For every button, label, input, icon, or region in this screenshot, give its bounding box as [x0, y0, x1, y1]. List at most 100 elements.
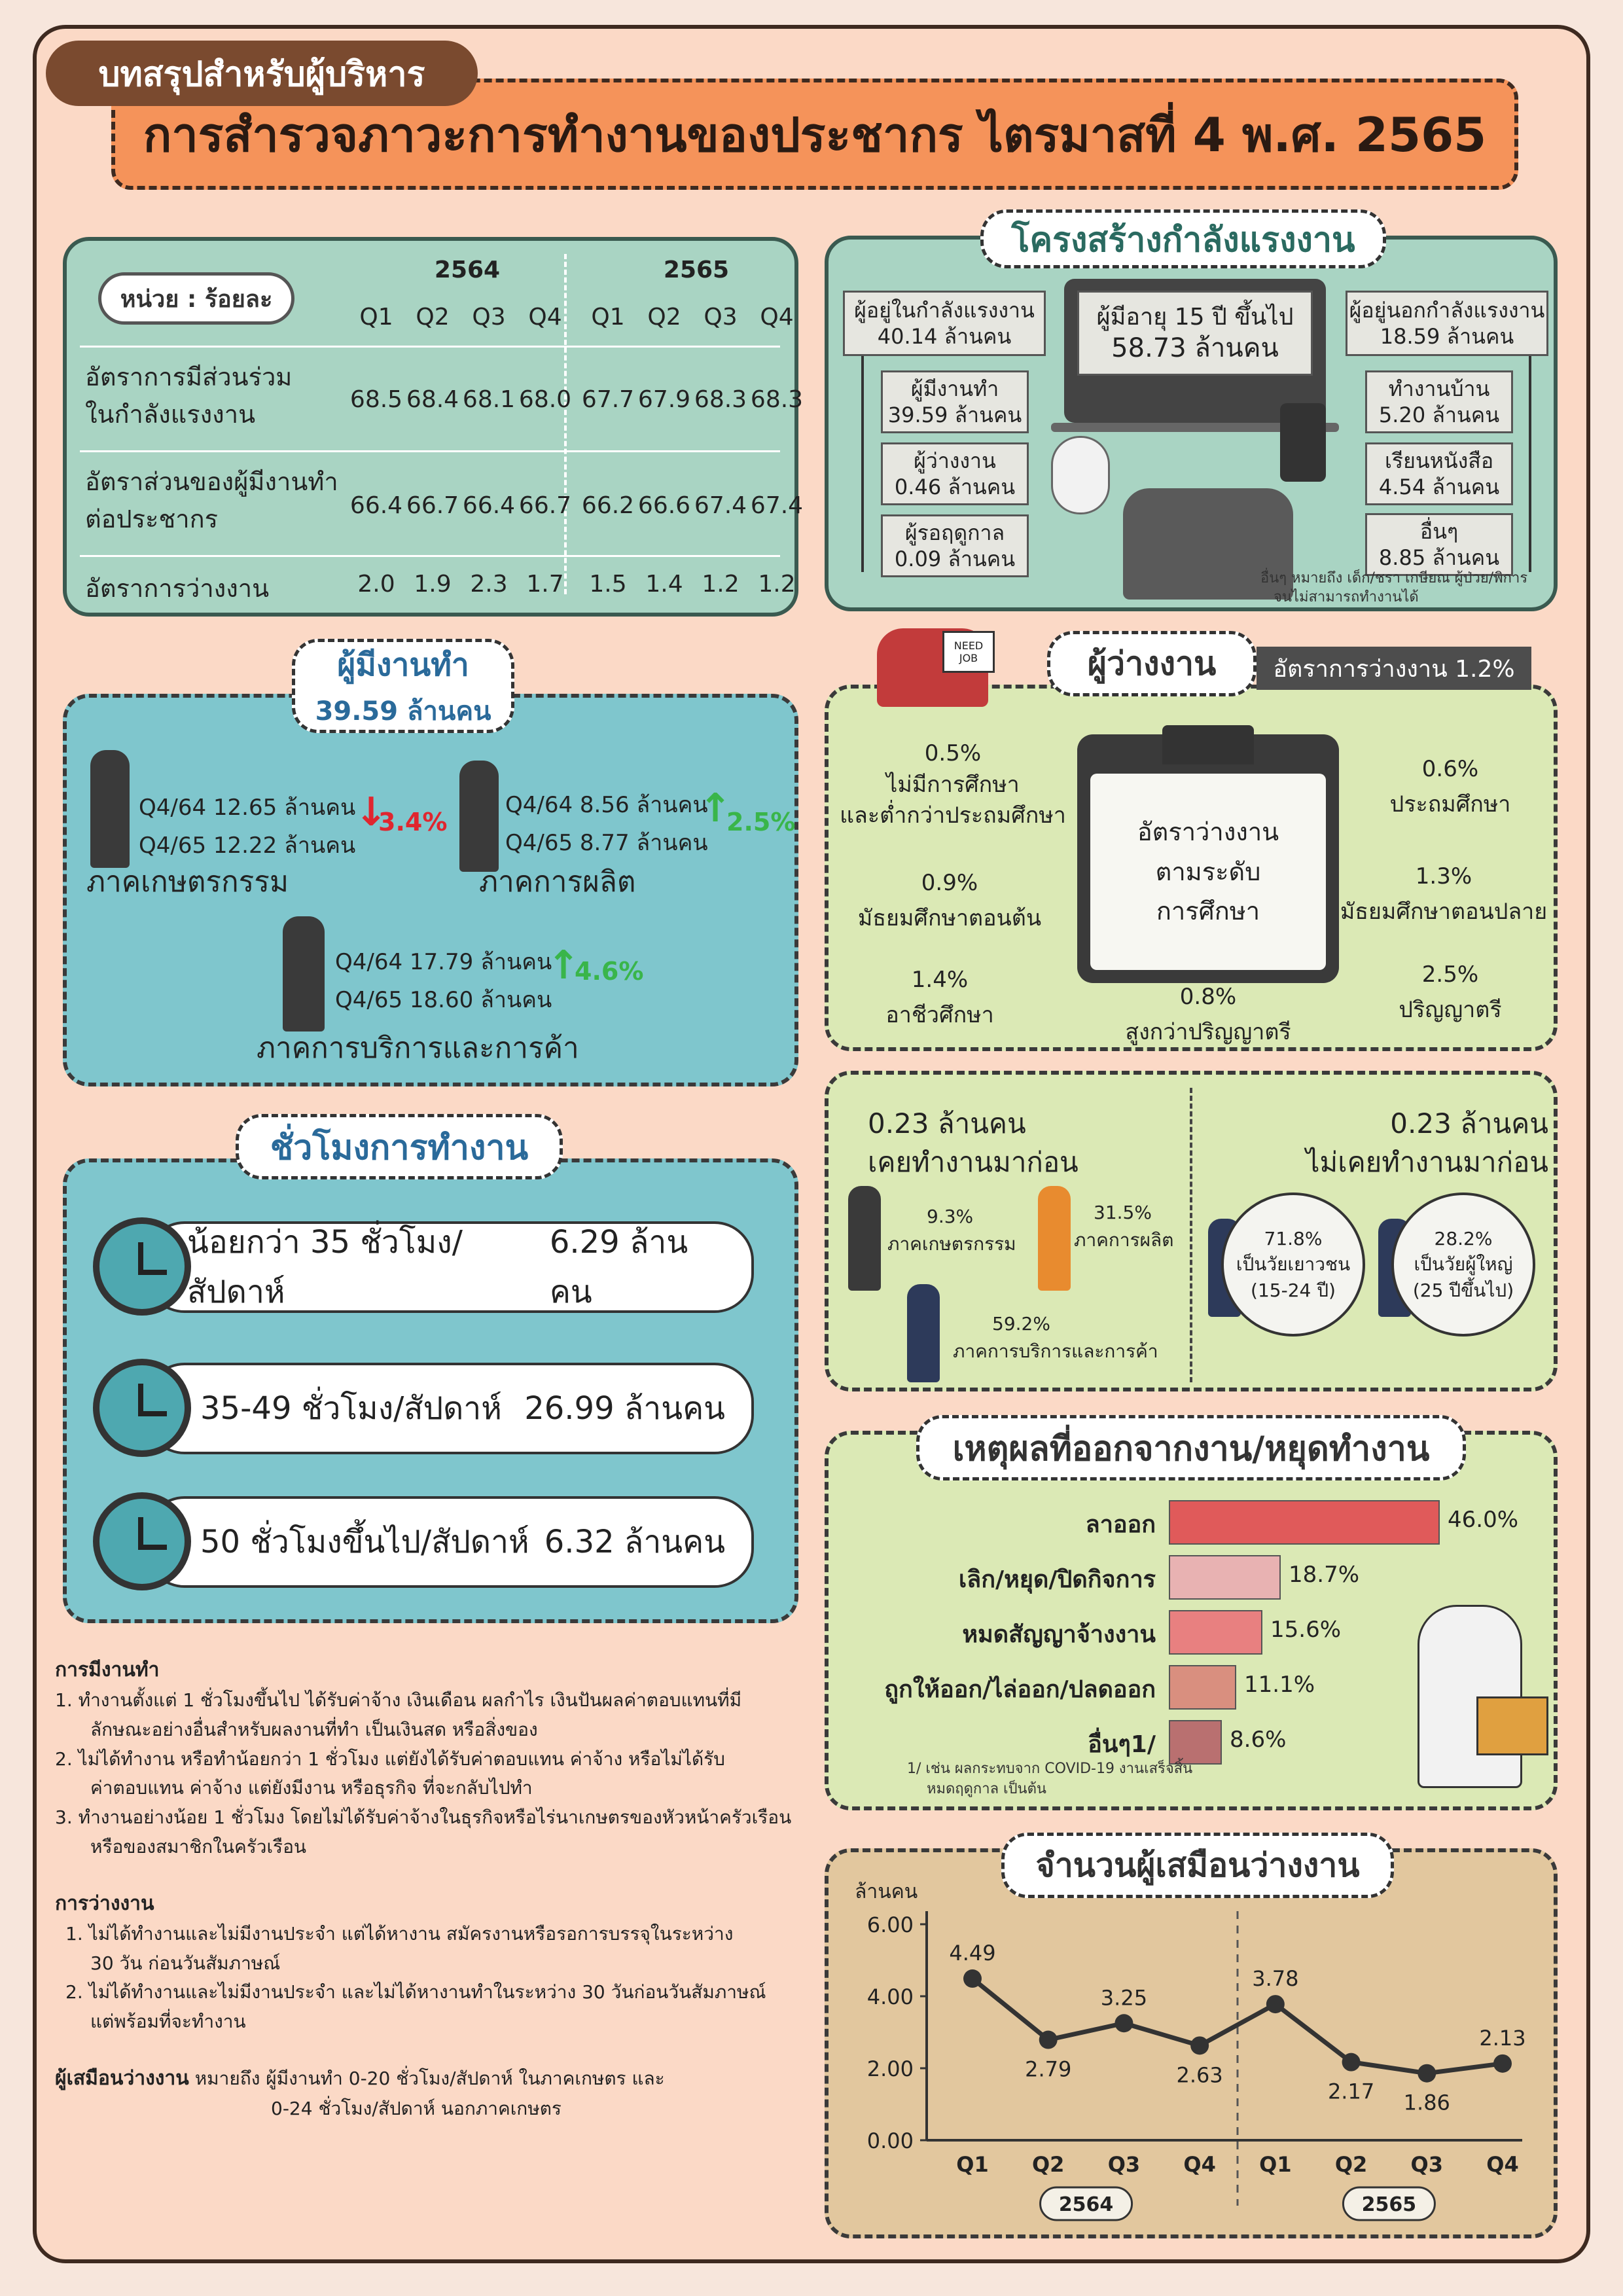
reason-pct: 11.1% [1244, 1672, 1315, 1698]
unemployed-value: 0.46 ล้านคน [894, 475, 1016, 499]
farmer-icon [90, 750, 130, 868]
row-divider [80, 450, 780, 452]
data-point [963, 1969, 982, 1988]
table-cell: 68.3 [694, 386, 747, 413]
hours-panel: น้อยกว่า 35 ชั่วโมง/สัปดาห์ 6.29 ล้านคน … [63, 1158, 798, 1623]
quarter-label: Q2 [647, 304, 681, 331]
row-label-line: ต่อประชากร [85, 505, 218, 533]
hours-label: 50 ชั่วโมงขึ้นไป/สัปดาห์ [200, 1524, 529, 1560]
unemployed-label: ผู้ว่างงาน [914, 448, 996, 473]
agri-values: Q4/64 12.65 ล้านคน Q4/65 12.22 ล้านคน [139, 789, 355, 865]
worked-before: 0.23 ล้านคน เคยทำงานมาก่อน [868, 1105, 1079, 1182]
def-line: ค่าตอบแทน ค่าจ้าง แต่ยังมีงาน หรือธุรกิจ… [90, 1777, 533, 1799]
def-line: 3. ทำงานอย่างน้อย 1 ชั่วโมง โดยไม่ได้รับ… [55, 1806, 792, 1829]
others-footnote: อื่นๆ หมายถึง เด็ก/ชรา เกษียณ ผู้ป่วย/พิ… [1260, 569, 1548, 607]
data-label: 2.63 [1177, 2062, 1223, 2087]
def-line: 0-24 ชั่วโมง/สัปดาห์ นอกภาคเกษตร [271, 2097, 562, 2119]
worked-value: 0.23 ล้านคน [868, 1107, 1026, 1139]
def-line: 1. ทำงานตั้งแต่ 1 ชั่วโมงขึ้นไป ได้รับค่… [55, 1689, 742, 1711]
adult-label: (25 ปีขึ้นไป) [1412, 1279, 1514, 1301]
reason-pct: 15.6% [1270, 1617, 1342, 1643]
serv-values: Q4/64 17.79 ล้านคน Q4/65 18.60 ล้านคน [335, 944, 552, 1020]
reason-label: เลิก/หยุด/ปิดกิจการ [958, 1566, 1156, 1593]
serv-q4-65: Q4/65 18.60 ล้านคน [335, 986, 552, 1013]
agri-change: 3.4% [378, 808, 448, 836]
adult-circle: 28.2% เป็นวัยผู้ใหญ่ (25 ปีขึ้นไป) [1391, 1193, 1535, 1336]
edu-bachelor: 2.5% ปริญญาตรี [1352, 957, 1548, 1028]
seasonal-value: 0.09 ล้านคน [894, 547, 1016, 571]
never-label: ไม่เคยทำงานมาก่อน [1306, 1145, 1548, 1178]
hours-label: 35-49 ชั่วโมง/สัปดาห์ [200, 1390, 502, 1427]
reason-pct: 18.7% [1289, 1562, 1360, 1588]
out-labor-box: ผู้อยู่นอกกำลังแรงงาน 18.59 ล้านคน [1346, 291, 1548, 356]
row-label-unemployment: อัตราการว่างงาน [85, 574, 270, 603]
table-cell: 66.4 [462, 492, 516, 519]
data-label: 4.49 [949, 1941, 995, 1965]
serv-name: ภาคการบริการและการค้า [257, 1031, 579, 1065]
edu-lower-secondary: 0.9% มัธยมศึกษาตอนต้น [842, 865, 1058, 937]
table-cell: 67.7 [581, 386, 635, 413]
hours-value: 6.32 ล้านคน [544, 1524, 725, 1560]
rates-table-panel: หน่วย : ร้อยละ 2564 2565 Q1 Q2 Q3 Q4 Q1 … [63, 237, 803, 617]
others-value: 8.85 ล้านคน [1378, 545, 1500, 570]
row-label-line: อัตราการมีส่วนร่วม [85, 363, 293, 391]
table-cell: 66.4 [349, 492, 403, 519]
unemployed-title-text: ผู้ว่างงาน [1087, 644, 1217, 683]
group-pill [1039, 2186, 1133, 2221]
tree-line [861, 356, 864, 572]
factory-worker-icon [459, 761, 499, 872]
agri-q4-64: Q4/64 12.65 ล้านคน [139, 795, 356, 821]
prior-manu: 31.5% ภาคการผลิต [1074, 1199, 1173, 1254]
clock-icon [93, 1492, 191, 1590]
data-point [1266, 1995, 1285, 2014]
hours-title-text: ชั่วโมงการทำงาน [270, 1128, 529, 1168]
employed-total: 39.59 ล้านคน [315, 696, 491, 726]
table-cell: 1.2 [702, 571, 740, 598]
edu-vocational: 1.4% อาชีวศึกษา [842, 962, 1038, 1033]
def-heading: ผู้เสมือนว่างงาน [55, 2066, 189, 2090]
reason-label: ถูกให้ออก/ไล่ออก/ปลดออก [884, 1676, 1156, 1703]
data-point [1039, 2030, 1058, 2049]
service-worker-icon [283, 916, 325, 1031]
edu-label: ประถมศึกษา [1389, 791, 1511, 818]
footnote-line: จนไม่สามารถทำงานได้ [1274, 588, 1419, 605]
need-job-sign: NEED JOB [942, 631, 995, 673]
table-cell: 68.1 [462, 386, 516, 413]
laptop-base-icon [1051, 423, 1339, 432]
employed-value: 39.59 ล้านคน [887, 403, 1022, 427]
labor-structure-panel: ผู้อยู่ในกำลังแรงงาน 40.14 ล้านคน ผู้มีอ… [825, 236, 1558, 611]
study-label: เรียนหนังสือ [1384, 448, 1494, 473]
data-point [1418, 2064, 1436, 2083]
employed-label: ผู้มีงานทำ [910, 376, 999, 401]
quarter-label: Q4 [760, 304, 794, 331]
tag-text: บทสรุปสำหรับผู้บริหาร [98, 54, 425, 94]
chart-title: จำนวนผู้เสมือนว่างงาน [1001, 1833, 1394, 1898]
in-labor-box: ผู้อยู่ในกำลังแรงงาน 40.14 ล้านคน [843, 291, 1046, 356]
edu-label: และต่ำกว่าประถมศึกษา [840, 802, 1066, 829]
never-worked: 0.23 ล้านคน ไม่เคยทำงานมาก่อน [1247, 1105, 1548, 1182]
def-line: 1. ไม่ได้ทำงานและไม่มีงานประจำ แต่ได้หาง… [65, 1922, 734, 1945]
row-divider [80, 346, 780, 348]
reason-pct: 46.0% [1448, 1507, 1519, 1533]
y-axis-label: ล้านคน [855, 1880, 918, 1903]
housework-box: ทำงานบ้าน 5.20 ล้านคน [1365, 370, 1513, 433]
table-cell: 2.3 [470, 571, 508, 598]
table-cell: 67.4 [750, 492, 804, 519]
table-cell: 68.5 [349, 386, 403, 413]
employed-panel: Q4/64 12.65 ล้านคน Q4/65 12.22 ล้านคน ↓ … [63, 694, 798, 1086]
seasonal-label: ผู้รอฤดูกาล [904, 520, 1005, 545]
series-line [971, 1977, 1503, 2076]
reason-label: อื่นๆ1/ [1088, 1731, 1156, 1758]
year-divider [564, 254, 567, 594]
footnote-line: หมดฤดูกาล เป็นต้น [927, 1780, 1046, 1797]
edu-pct: 0.9% [921, 870, 978, 896]
table-cell: 1.4 [645, 571, 683, 598]
reason-bar [1169, 1720, 1222, 1765]
table-row: 2.0 1.9 2.3 1.7 1.5 1.4 1.2 1.2 [348, 571, 805, 598]
out-labor-value: 18.59 ล้านคน [1380, 324, 1514, 349]
reason-bar [1169, 1610, 1262, 1655]
youth-circle: 71.8% เป็นวัยเยาวชน (15-24 ปี) [1221, 1193, 1365, 1336]
clock-icon [93, 1217, 191, 1316]
phone-icon [1280, 403, 1326, 482]
table-cell: 1.7 [526, 571, 564, 598]
